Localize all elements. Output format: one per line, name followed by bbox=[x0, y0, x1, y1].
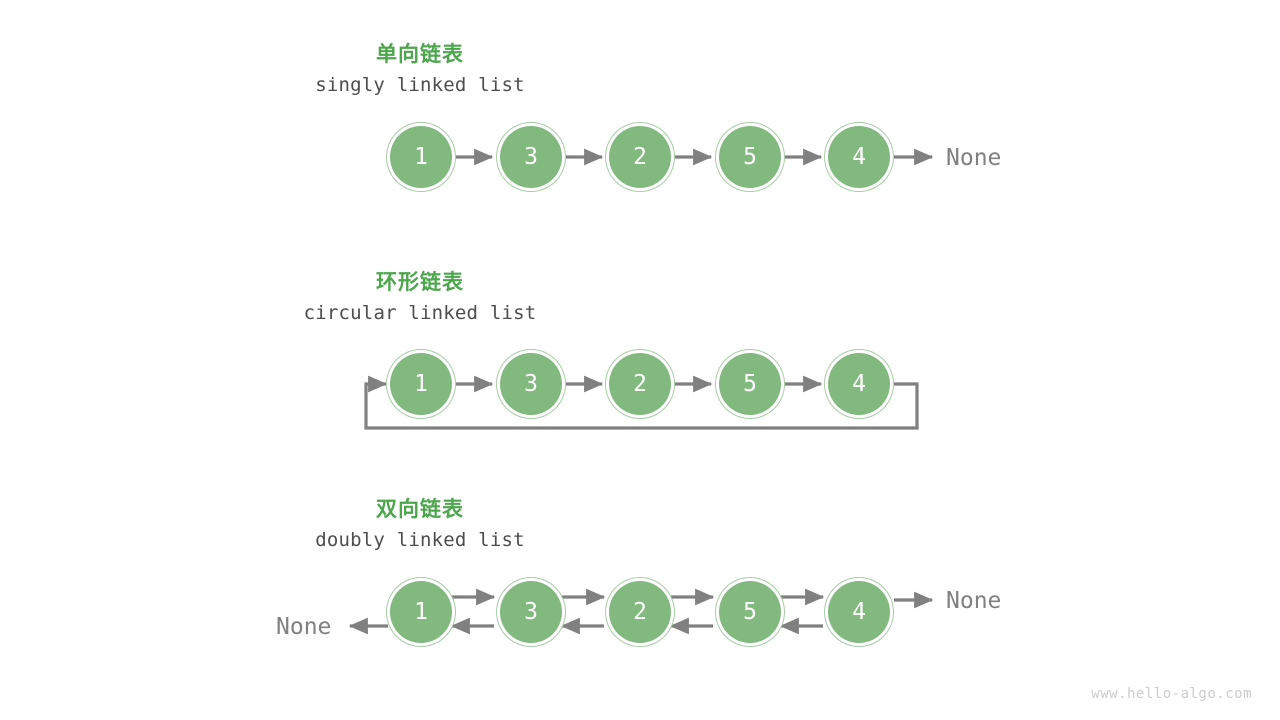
circular-title-en: circular linked list bbox=[303, 302, 537, 324]
node: 5 bbox=[719, 353, 781, 415]
singly-title-en: singly linked list bbox=[315, 74, 525, 96]
doubly-title-cn: 双向链表 bbox=[376, 497, 464, 521]
node: 1 bbox=[390, 126, 452, 188]
node: 2 bbox=[609, 126, 671, 188]
node: 1 bbox=[390, 353, 452, 415]
node: 3 bbox=[500, 581, 562, 643]
node: 3 bbox=[500, 353, 562, 415]
node: 2 bbox=[609, 353, 671, 415]
node: 4 bbox=[828, 126, 890, 188]
doubly-title-en: doubly linked list bbox=[315, 529, 525, 551]
doubly-head-none-label: None bbox=[276, 614, 332, 640]
singly-title-cn: 单向链表 bbox=[376, 42, 464, 66]
node: 5 bbox=[719, 126, 781, 188]
node: 5 bbox=[719, 581, 781, 643]
node: 2 bbox=[609, 581, 671, 643]
singly-tail-none-label: None bbox=[946, 145, 1002, 171]
node: 1 bbox=[390, 581, 452, 643]
watermark: www.hello-algo.com bbox=[1091, 686, 1252, 702]
node: 3 bbox=[500, 126, 562, 188]
doubly-tail-none-label: None bbox=[946, 588, 1002, 614]
node: 4 bbox=[828, 581, 890, 643]
node: 4 bbox=[828, 353, 890, 415]
circular-title-cn: 环形链表 bbox=[376, 270, 464, 294]
